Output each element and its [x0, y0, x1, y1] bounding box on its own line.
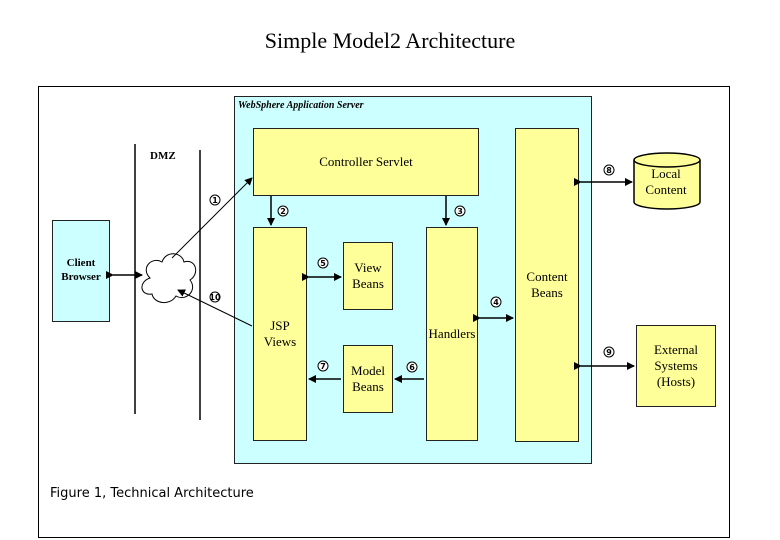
marker-7: 7	[320, 362, 326, 371]
marker-1: 1	[212, 196, 218, 205]
controller-servlet-box: Controller Servlet	[253, 128, 479, 196]
jsp-views-label: JSP Views	[263, 317, 297, 349]
handlers-label: Handlers	[428, 325, 476, 341]
client-browser-box: Client Browser	[52, 220, 110, 322]
external-systems-box: External Systems (Hosts)	[636, 325, 716, 407]
local-content-label: Local Content	[645, 166, 687, 197]
jsp-views-box: JSP Views	[253, 227, 307, 441]
marker-2: 2	[280, 207, 286, 216]
view-beans-label: View Beans	[352, 259, 384, 291]
content-beans-box: Content Beans	[515, 128, 579, 442]
marker-3: 3	[457, 207, 463, 216]
request-arrow	[171, 177, 253, 259]
marker-10: 10	[209, 293, 221, 302]
marker-5: 5	[320, 259, 326, 268]
figure-frame	[38, 86, 730, 538]
diagram-title: Simple Model2 Architecture	[264, 28, 516, 53]
websphere-label: WebSphere Application Server	[238, 100, 364, 111]
handlers-box: Handlers	[426, 227, 478, 441]
model-beans-box: Model Beans	[343, 345, 393, 413]
dmz-label: DMZ	[150, 150, 176, 162]
response-arrow	[177, 289, 253, 327]
cloud-icon	[141, 253, 197, 303]
content-beans-label: Content Beans	[526, 268, 568, 300]
figure-caption: Figure 1, Technical Architecture	[50, 486, 254, 501]
controller-servlet-label: Controller Servlet	[319, 153, 413, 169]
marker-8: 8	[606, 166, 612, 175]
client-browser-label: Client Browser	[61, 257, 101, 283]
marker-6: 6	[409, 363, 415, 372]
model-beans-label: Model Beans	[351, 362, 385, 394]
step-marker	[209, 164, 615, 373]
marker-9: 9	[606, 348, 612, 357]
external-systems-label: External Systems (Hosts)	[653, 341, 699, 390]
marker-4: 4	[493, 298, 499, 307]
view-beans-box: View Beans	[343, 242, 393, 310]
local-content-cylinder	[633, 152, 701, 210]
